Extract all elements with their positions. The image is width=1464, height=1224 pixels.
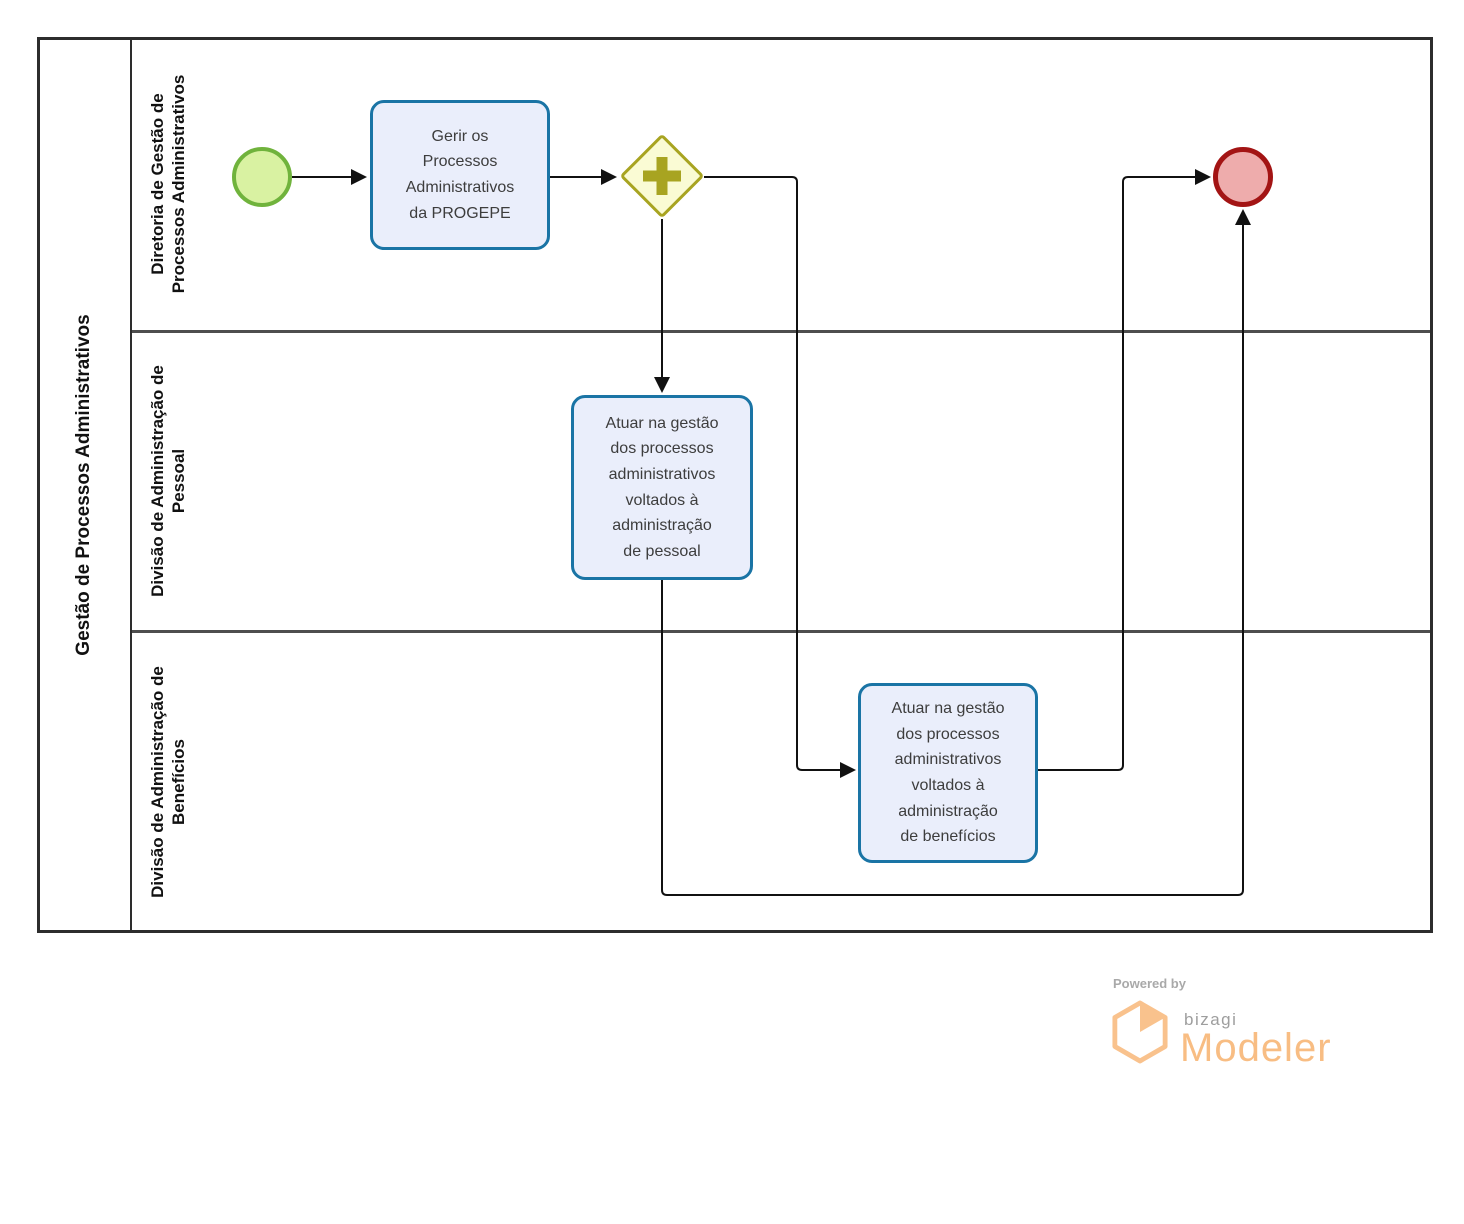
modeler-product-text: Modeler	[1180, 1026, 1332, 1070]
start-event	[232, 147, 292, 207]
lane-separator-1	[132, 330, 1430, 333]
task-gerir-processos: Gerir os Processos Administrativos da PR…	[370, 100, 550, 250]
task-gestao-beneficios: Atuar na gestão dos processos administra…	[858, 683, 1038, 863]
lane-separator-2	[132, 630, 1430, 633]
powered-by-text: Powered by	[1113, 976, 1186, 991]
task-label: Atuar na gestão dos processos administra…	[891, 700, 1005, 846]
bizagi-logo-icon	[1112, 1000, 1168, 1064]
end-event	[1213, 147, 1273, 207]
lane-title-beneficios: Divisão de Administração de Benefícios	[147, 666, 188, 898]
lane-title-diretoria: Diretoria de Gestão de Processos Adminis…	[147, 74, 188, 294]
lane-title-pessoal: Divisão de Administração de Pessoal	[147, 365, 188, 597]
bizagi-brand-text: bizagi	[1184, 1010, 1238, 1029]
task-label: Atuar na gestão dos processos administra…	[605, 414, 719, 560]
pool-title: Gestão de Processos Administrativos	[73, 314, 95, 656]
task-gestao-pessoal: Atuar na gestão dos processos administra…	[571, 395, 753, 580]
gateway-plus-icon	[656, 157, 668, 195]
task-label: Gerir os Processos Administrativos da PR…	[405, 127, 515, 222]
pool-name-divider	[130, 37, 132, 933]
